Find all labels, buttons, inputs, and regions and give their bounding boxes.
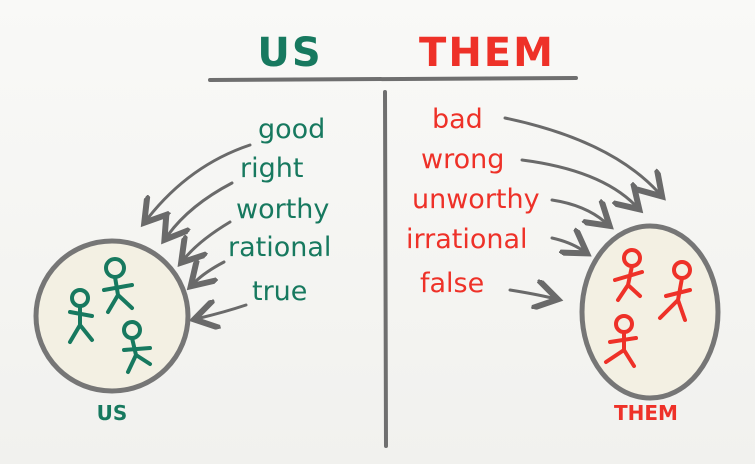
us-word: rational bbox=[228, 232, 331, 263]
them-word: unworthy bbox=[412, 184, 540, 215]
us-word-list: good right worthy rational true bbox=[228, 114, 331, 307]
us-word: good bbox=[258, 114, 325, 145]
arrow-icon bbox=[195, 262, 226, 282]
arrow-icon bbox=[503, 116, 658, 192]
arrow-icon bbox=[550, 198, 605, 222]
arrow-icon bbox=[185, 220, 232, 258]
us-group-circle bbox=[33, 238, 191, 394]
them-word-list: bad wrong unworthy irrational false bbox=[406, 104, 540, 299]
us-person-icon bbox=[122, 320, 152, 374]
them-word: bad bbox=[432, 104, 483, 135]
arrow-icon bbox=[168, 181, 234, 235]
them-group-label: THEM bbox=[614, 401, 678, 425]
them-word: wrong bbox=[421, 144, 504, 175]
us-arrows bbox=[148, 143, 252, 318]
them-arrows bbox=[503, 116, 658, 298]
us-person-icon bbox=[102, 257, 134, 314]
horizontal-divider bbox=[208, 76, 578, 82]
them-group-circle bbox=[579, 223, 721, 401]
us-word: right bbox=[240, 153, 303, 184]
arrow-icon bbox=[148, 143, 252, 218]
us-person-icon bbox=[68, 288, 94, 344]
vertical-divider bbox=[383, 90, 388, 448]
us-word: true bbox=[252, 276, 307, 307]
them-person-icon bbox=[604, 314, 638, 368]
them-word: irrational bbox=[406, 224, 528, 255]
them-person-icon bbox=[658, 260, 692, 322]
us-group-label: US bbox=[97, 401, 128, 425]
them-word: false bbox=[420, 268, 484, 299]
arrow-icon bbox=[550, 238, 582, 250]
arrow-icon bbox=[508, 290, 552, 298]
them-heading: THEM bbox=[419, 30, 555, 76]
them-person-icon bbox=[613, 248, 644, 302]
us-word: worthy bbox=[236, 194, 329, 225]
arrow-icon bbox=[520, 158, 635, 205]
arrow-icon bbox=[200, 305, 248, 318]
us-heading: US bbox=[257, 30, 322, 76]
